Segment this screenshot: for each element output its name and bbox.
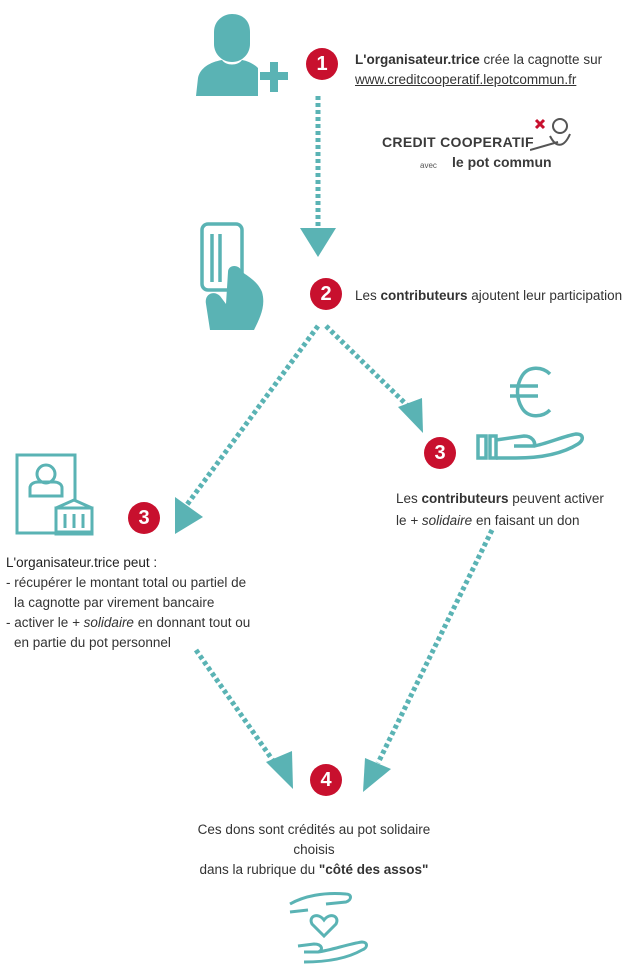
step-4-l2b: "côté des assos" xyxy=(318,862,429,877)
step-4-l2: dans la rubrique du "côté des assos" xyxy=(180,860,448,880)
logo-pot: le pot commun xyxy=(452,154,552,170)
step-3-right-text: Les contributeurs peuvent activer le + s… xyxy=(396,488,626,532)
step-3-left-l1: - récupérer le montant total ou partiel … xyxy=(6,575,247,590)
arrow-2-to-3-right xyxy=(324,324,414,412)
logo-figure-icon xyxy=(530,118,571,151)
step-4-l1: Ces dons sont crédités au pot solidaire … xyxy=(197,822,431,857)
step-1-badge: 1 xyxy=(306,48,338,80)
profile-bank-icon xyxy=(15,453,94,536)
step-3-left-l3b: + solidaire xyxy=(72,615,134,630)
step-3-left-badge: 3 xyxy=(128,502,160,534)
arrowhead-2 xyxy=(300,228,336,257)
step-1-url-link[interactable]: www.creditcooperatif.lepotcommun.fr xyxy=(355,72,577,87)
step-3-right-badge: 3 xyxy=(424,437,456,469)
heart-hands-icon xyxy=(289,892,368,964)
step-3-right-l2b: + solidaire xyxy=(410,513,473,528)
logo-brand: CREDIT COOPERATIF xyxy=(382,134,534,150)
step-3-left-title: L'organisateur.trice peut : xyxy=(6,555,158,570)
step-2-post: ajoutent leur participation xyxy=(467,288,623,303)
step-4-l2a: dans la rubrique du xyxy=(199,862,319,877)
step-3-left-l4: en partie du pot personnel xyxy=(14,635,171,650)
step-2-text: Les contributeurs ajoutent leur particip… xyxy=(355,286,622,306)
step-2-badge: 2 xyxy=(310,278,342,310)
step-3-left-l3c: en donnant tout ou xyxy=(133,615,251,630)
step-2-bold: contributeurs xyxy=(380,288,468,303)
arrowhead-3-right xyxy=(398,398,423,433)
arrow-3-right-to-4 xyxy=(375,528,495,765)
step-4-text: Ces dons sont crédités au pot solidaire … xyxy=(180,820,448,880)
step-3-right-l1b: contributeurs xyxy=(421,491,509,506)
arrowhead-3-left xyxy=(175,497,203,534)
arrowhead-4-right xyxy=(363,758,391,792)
step-3-right-l2a: le xyxy=(396,513,411,528)
arrow-2-to-3-left xyxy=(183,324,321,508)
add-user-icon xyxy=(196,14,288,96)
step-3-left-text: L'organisateur.trice peut : - récupérer … xyxy=(6,553,306,653)
card-in-hand-icon xyxy=(200,222,264,330)
step-3-right-l2c: en faisant un don xyxy=(472,513,580,528)
step-3-left-l3a: - activer le xyxy=(6,615,73,630)
step-4-badge: 4 xyxy=(310,764,342,796)
logo-avec: avec xyxy=(420,161,437,170)
step-1-desc: crée la cagnotte sur xyxy=(479,52,603,67)
arrowhead-4-left xyxy=(266,751,293,789)
step-1-org: L'organisateur.trice xyxy=(355,52,480,67)
step-3-left-l2: la cagnotte par virement bancaire xyxy=(14,595,215,610)
step-3-right-l1c: peuvent activer xyxy=(508,491,604,506)
arrow-3-left-to-4 xyxy=(193,648,279,767)
euro-hand-icon xyxy=(476,366,584,460)
step-3-right-l1a: Les xyxy=(396,491,422,506)
credit-cooperatif-logo: CREDIT COOPERATIF avec le pot commun xyxy=(382,110,592,174)
step-1-text: L'organisateur.trice crée la cagnotte su… xyxy=(355,50,625,90)
step-2-pre: Les xyxy=(355,288,381,303)
step-3-left-l3: - activer le + solidaire en donnant tout… xyxy=(6,613,306,633)
